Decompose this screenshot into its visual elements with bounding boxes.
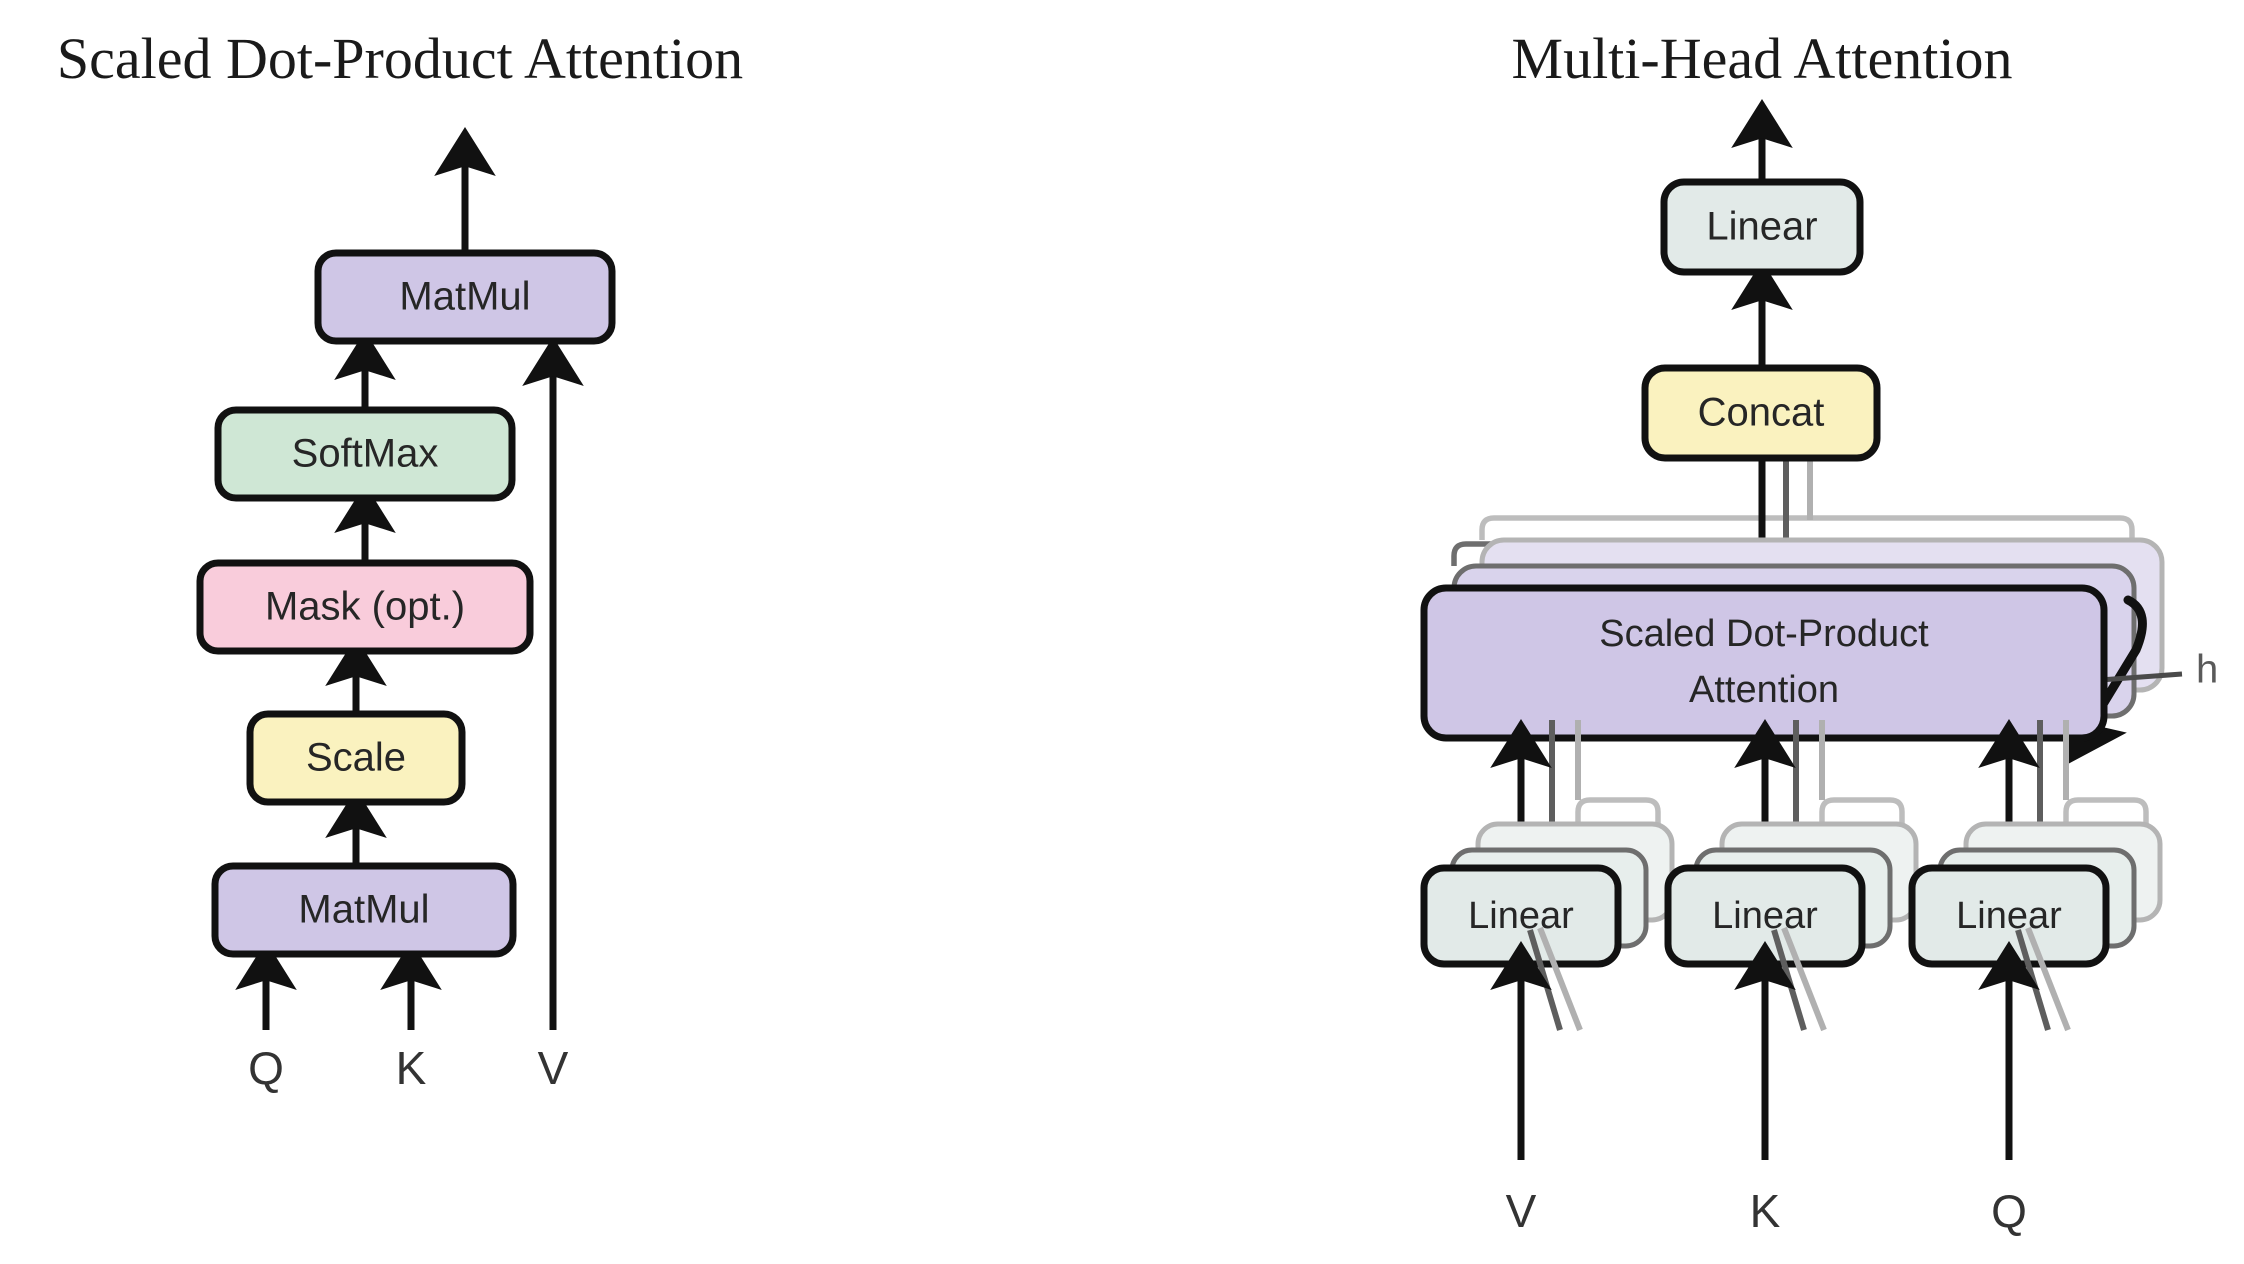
h-tick-mark	[2099, 671, 2183, 683]
linear-q-ghost-wire-3	[2063, 797, 2149, 880]
node-scale[interactable]: Scale	[246, 710, 466, 806]
node-concat[interactable]: Concat	[1641, 364, 1881, 462]
linear-group-k: Linear K	[1664, 718, 1919, 1237]
node-matmul-top[interactable]: MatMul	[314, 249, 616, 345]
matmul-bottom-box[interactable]	[211, 862, 517, 958]
linear-output-box[interactable]	[1660, 178, 1864, 276]
concat-box[interactable]	[1641, 364, 1881, 462]
h-count-label: h	[2196, 648, 2218, 692]
mask-box[interactable]	[196, 559, 534, 655]
softmax-label: SoftMax	[292, 432, 439, 476]
linear-v-ghost-wire-3	[1575, 797, 1661, 880]
sdpa-box[interactable]	[1420, 584, 2108, 742]
matmul-top-box[interactable]	[314, 249, 616, 345]
matmul-bottom-label: MatMul	[298, 888, 429, 932]
panel-title-left: Scaled Dot-Product Attention	[57, 26, 743, 91]
input-label-k: K	[396, 1042, 427, 1094]
softmax-box[interactable]	[214, 406, 516, 502]
linear-output-label: Linear	[1706, 205, 1817, 249]
node-mask[interactable]: Mask (opt.)	[196, 559, 534, 655]
mha-input-label-v: V	[1506, 1185, 1537, 1237]
linear-v-label: Linear	[1468, 895, 1574, 937]
concat-label: Concat	[1698, 391, 1825, 435]
panel-multi-head-attention: Multi-Head Attention h Scaled Dot-Produc…	[1420, 26, 2218, 1237]
linear-group-q: Linear Q	[1908, 718, 2163, 1237]
node-linear-k[interactable]: Linear	[1664, 864, 1866, 968]
node-softmax[interactable]: SoftMax	[214, 406, 516, 502]
scale-box[interactable]	[246, 710, 466, 806]
matmul-top-label: MatMul	[399, 275, 530, 319]
panel-title-right: Multi-Head Attention	[1512, 26, 2013, 91]
node-scaled-dot-product-attention[interactable]: Scaled Dot-Product Attention	[1420, 584, 2108, 742]
input-label-q: Q	[248, 1042, 284, 1094]
linear-q-label: Linear	[1956, 895, 2062, 937]
sdpa-label-line1: Scaled Dot-Product	[1599, 613, 1929, 655]
panel-scaled-dot-product-attention: Scaled Dot-Product Attention MatMul Soft…	[57, 26, 743, 1094]
input-label-v: V	[538, 1042, 569, 1094]
mask-label: Mask (opt.)	[265, 585, 465, 629]
node-linear-v[interactable]: Linear	[1420, 864, 1622, 968]
scale-label: Scale	[306, 736, 406, 780]
node-matmul-bottom[interactable]: MatMul	[211, 862, 517, 958]
linear-k-label: Linear	[1712, 895, 1818, 937]
node-linear-output[interactable]: Linear	[1660, 178, 1864, 276]
h-hook-arrow	[2065, 595, 2147, 766]
node-linear-q[interactable]: Linear	[1908, 864, 2110, 968]
linear-k-ghost-wire-3	[1819, 797, 1905, 880]
sdpa-label-line2: Attention	[1689, 669, 1839, 711]
linear-group-v: Linear V	[1420, 718, 1675, 1237]
mha-input-label-k: K	[1750, 1185, 1781, 1237]
mha-input-label-q: Q	[1991, 1185, 2027, 1237]
